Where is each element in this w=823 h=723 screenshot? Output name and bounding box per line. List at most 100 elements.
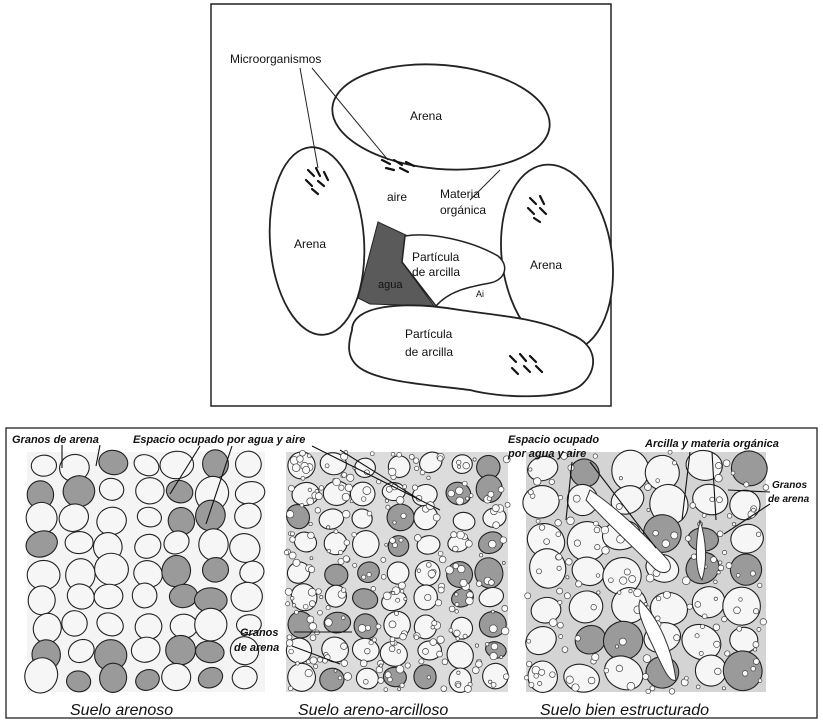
clay-grain	[739, 598, 743, 602]
clay-grain	[370, 452, 374, 456]
clay-grain	[753, 659, 759, 665]
clay-grain	[618, 591, 622, 595]
clay-grain	[399, 538, 403, 542]
sand-grain	[418, 641, 442, 660]
clay-grain	[744, 482, 749, 487]
caption-suelo-bien-estructurado: Suelo bien estructurado	[540, 702, 709, 719]
clay-grain	[558, 622, 564, 628]
sand-grain	[413, 664, 436, 689]
clay-grain	[716, 497, 722, 503]
sand-grain	[722, 587, 761, 626]
clay-grain	[549, 619, 557, 627]
clay-grain	[624, 569, 630, 575]
label-materia-1: Materia	[440, 187, 480, 201]
clay-grain	[502, 561, 505, 564]
clay-grain	[439, 556, 446, 563]
clay-grain	[489, 625, 497, 633]
clay-grain	[742, 671, 748, 677]
clay-grain	[715, 462, 721, 468]
clay-grain	[643, 674, 649, 680]
label-materia-2: orgánica	[440, 203, 486, 217]
label-particula-bottom-2: de arcilla	[405, 345, 453, 359]
clay-grain	[722, 617, 727, 622]
clay-grain	[342, 472, 347, 477]
label-arena-top: Arena	[410, 109, 442, 123]
label-espacio-agua-aire-2b: por agua y aire	[507, 448, 586, 460]
clay-grain	[602, 547, 610, 555]
label-espacio-agua-aire-1: Espacio ocupado por agua y aire	[133, 434, 305, 446]
clay-grain	[458, 465, 461, 468]
clay-grain	[290, 532, 294, 536]
clay-grain	[295, 610, 299, 614]
clay-grain	[557, 588, 563, 594]
clay-grain	[503, 674, 509, 680]
clay-grain	[399, 582, 406, 589]
clay-grain	[384, 688, 388, 692]
clay-grain	[488, 491, 494, 497]
clay-grain	[714, 580, 718, 584]
clay-grain	[345, 484, 352, 491]
label-granos-mid-1: Granos	[240, 627, 279, 639]
clay-grain	[558, 600, 562, 604]
clay-grain	[714, 641, 720, 647]
clay-grain	[413, 458, 419, 464]
clay-grain	[396, 665, 404, 673]
clay-grain	[567, 517, 575, 525]
clay-grain	[719, 561, 722, 564]
caption-suelo-arenoso: Suelo arenoso	[70, 702, 173, 719]
clay-grain	[662, 540, 670, 548]
clay-grain	[529, 468, 532, 471]
clay-grain	[288, 686, 293, 691]
clay-grain	[383, 592, 391, 600]
clay-grain	[756, 532, 761, 537]
sand-grain	[452, 454, 473, 474]
clay-grain	[653, 530, 659, 536]
clay-grain	[350, 500, 353, 503]
clay-grain	[386, 505, 390, 509]
clay-grain	[466, 497, 469, 500]
clay-grain	[397, 452, 402, 457]
clay-grain	[372, 638, 376, 642]
clay-grain	[300, 450, 306, 456]
clay-grain	[390, 637, 395, 642]
clay-grain	[344, 540, 350, 546]
clay-grain	[381, 557, 386, 562]
clay-grain	[750, 571, 755, 576]
clay-grain	[685, 676, 689, 680]
clay-grain	[550, 672, 556, 678]
clay-grain	[325, 464, 329, 468]
clay-grain	[489, 580, 495, 586]
clay-grain	[333, 478, 341, 486]
clay-grain	[672, 461, 676, 465]
clay-grain	[326, 606, 330, 610]
clay-grain	[442, 659, 448, 665]
clay-grain	[456, 683, 461, 688]
clay-grain	[358, 625, 366, 633]
clay-grain	[400, 589, 404, 593]
clay-grain	[455, 610, 459, 614]
clay-grain	[700, 624, 704, 628]
clay-grain	[711, 557, 717, 563]
sand-grain	[194, 608, 227, 642]
clay-grain	[714, 597, 717, 600]
clay-grain	[453, 546, 459, 552]
clay-grain	[378, 678, 384, 684]
clay-grain	[726, 563, 732, 569]
clay-grain	[723, 460, 730, 467]
clay-grain	[414, 535, 421, 542]
clay-grain	[338, 550, 342, 554]
clay-grain	[305, 669, 312, 676]
clay-grain	[334, 530, 338, 534]
clay-grain	[423, 648, 429, 654]
clay-grain	[490, 652, 497, 659]
clay-grain	[403, 485, 407, 489]
clay-grain	[433, 514, 440, 521]
clay-grain	[758, 583, 762, 587]
clay-grain	[588, 677, 595, 684]
clay-grain	[308, 566, 314, 572]
clay-grain	[456, 497, 464, 505]
clay-grain	[341, 643, 348, 650]
clay-grain	[352, 532, 357, 537]
clay-grain	[463, 634, 467, 638]
